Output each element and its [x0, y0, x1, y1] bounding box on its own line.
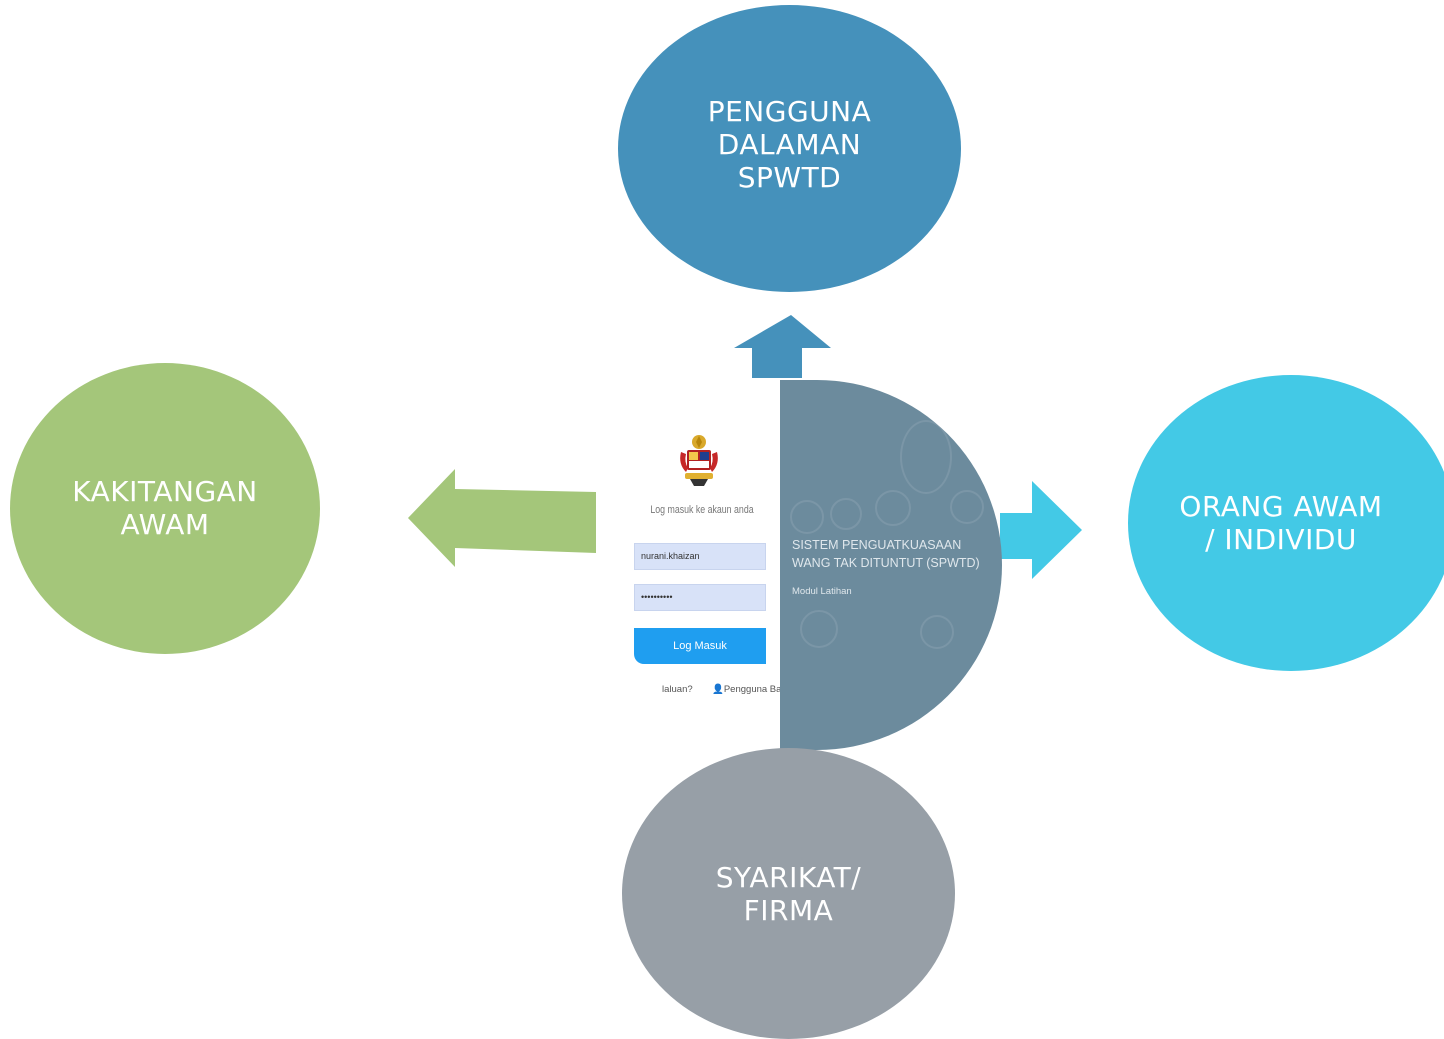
decor-bulb: [830, 498, 862, 530]
arrow-right: [1000, 481, 1082, 579]
decor-bulb: [900, 420, 952, 494]
arrow-up: [734, 315, 831, 378]
decor-bulb: [920, 615, 954, 649]
login-screenshot: Log masuk ke akaun anda nurani.khaizan •…: [618, 380, 1003, 750]
node-kakitangan-awam: KAKITANGAN AWAM: [10, 363, 320, 654]
crest-icon: [680, 435, 718, 486]
new-user-text: Pengguna Baru: [723, 684, 790, 695]
forgot-password-text: laluan?: [662, 684, 693, 695]
new-user-link[interactable]: 👤Pengguna Baru: [712, 684, 790, 695]
node-syarikat-firma: SYARIKAT/ FIRMA: [622, 748, 955, 1039]
decor-bulb: [950, 490, 984, 524]
forgot-password-link[interactable]: laluan?: [662, 684, 693, 695]
login-button[interactable]: Log Masuk: [634, 628, 766, 664]
system-banner: SISTEM PENGUATKUASAAN WANG TAK DITUNTUT …: [780, 380, 1002, 750]
username-field[interactable]: nurani.khaizan: [634, 543, 766, 570]
system-subtitle: Modul Latihan: [792, 586, 852, 597]
user-icon: 👤: [712, 684, 724, 695]
decor-bulb: [790, 500, 824, 534]
system-title: SISTEM PENGUATKUASAAN WANG TAK DITUNTUT …: [792, 538, 980, 570]
arrow-left: [408, 469, 596, 567]
login-prompt: Log masuk ke akaun anda: [650, 504, 754, 516]
node-label: ORANG AWAM / INDIVIDU: [1179, 490, 1383, 556]
node-label: SYARIKAT/ FIRMA: [715, 860, 862, 927]
node-label: PENGGUNA DALAMAN SPWTD: [707, 95, 872, 194]
node-label: KAKITANGAN AWAM: [72, 474, 258, 541]
login-panel: Log masuk ke akaun anda nurani.khaizan •…: [618, 380, 790, 750]
password-field[interactable]: ••••••••••: [634, 584, 766, 611]
decor-bulb: [875, 490, 911, 526]
decor-bulb: [800, 610, 838, 648]
node-pengguna-dalaman: PENGGUNA DALAMAN SPWTD: [618, 5, 961, 292]
node-orang-awam: ORANG AWAM / INDIVIDU: [1128, 375, 1444, 671]
